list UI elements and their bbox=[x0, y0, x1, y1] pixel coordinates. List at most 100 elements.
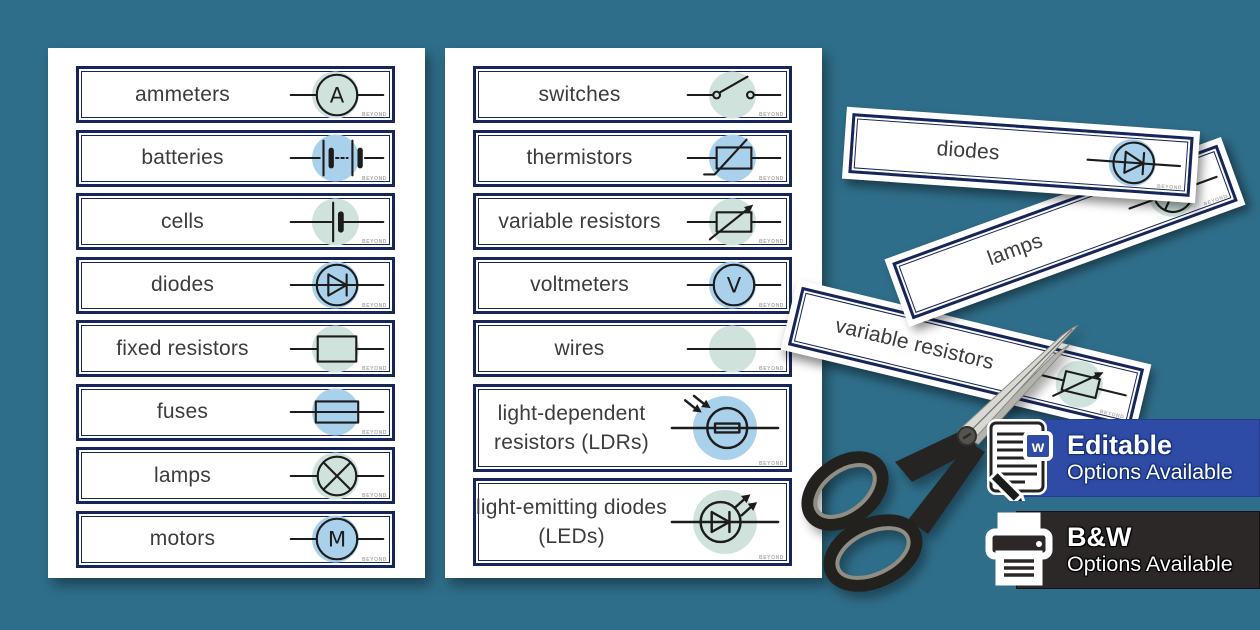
symbol-box bbox=[286, 323, 388, 374]
symbol-box bbox=[286, 387, 388, 438]
editable-badge-subtitle: Options Available bbox=[1067, 460, 1233, 484]
card-label: thermistors bbox=[476, 146, 683, 170]
card-label-text: motors bbox=[149, 527, 216, 550]
brand-watermark: BEYOND bbox=[759, 460, 784, 467]
brand-watermark: BEYOND bbox=[362, 429, 387, 436]
voltmeter-symbol: V bbox=[686, 263, 782, 307]
card-label-text: ammeters bbox=[135, 82, 230, 106]
card-label: switches bbox=[476, 83, 683, 107]
card-label: light-dependent resistors (LDRs) bbox=[476, 399, 667, 457]
symbol-box: V bbox=[683, 260, 785, 311]
symbol-box bbox=[286, 133, 388, 184]
brand-watermark: BEYOND bbox=[759, 112, 784, 118]
lamp-symbol bbox=[289, 455, 385, 496]
editable-badge-title: Editable bbox=[1067, 430, 1173, 460]
symbol-box bbox=[683, 69, 785, 120]
card-label: diodes bbox=[79, 273, 286, 297]
card-label: lamps bbox=[901, 199, 1129, 302]
brand-watermark: BEYOND bbox=[362, 302, 387, 309]
svg-text:M: M bbox=[328, 528, 346, 553]
diode-symbol bbox=[289, 263, 385, 307]
svg-text:V: V bbox=[727, 274, 742, 299]
card-label-text: voltmeters bbox=[530, 273, 629, 296]
word-document-pencil-icon: w bbox=[987, 419, 1053, 501]
card-label-text: lamps bbox=[984, 229, 1046, 271]
brand-watermark: BEYOND bbox=[759, 366, 784, 372]
card-label-text: light-emitting diodes (LEDs) bbox=[476, 496, 667, 548]
brand-watermark: BEYOND bbox=[759, 239, 784, 245]
symbol-box bbox=[286, 260, 388, 311]
card-label-text: cells bbox=[160, 209, 204, 233]
card-label-text: variable resistors bbox=[498, 209, 661, 233]
icon-background-circle bbox=[312, 325, 359, 372]
card-label-text: fixed resistors bbox=[116, 336, 249, 360]
symbol-box bbox=[286, 450, 388, 501]
brand-watermark: BEYOND bbox=[362, 239, 387, 245]
led-symbol bbox=[670, 494, 780, 544]
card-label-text: light-dependent resistors (LDRs) bbox=[494, 401, 649, 454]
variable-resistor-symbol bbox=[1034, 370, 1127, 400]
card-label: fixed resistors bbox=[79, 337, 286, 361]
symbol-box: M bbox=[286, 514, 388, 565]
symbol-box bbox=[286, 196, 388, 247]
icon-background-circle bbox=[709, 71, 756, 118]
bw-badge-title: B&W bbox=[1067, 522, 1132, 552]
card-label: cells bbox=[79, 210, 286, 234]
symbol-box bbox=[683, 323, 785, 374]
card-label: lamps bbox=[79, 464, 286, 488]
wire-symbol bbox=[686, 347, 782, 350]
brand-watermark: BEYOND bbox=[362, 556, 387, 563]
card-label: voltmeters bbox=[476, 273, 683, 297]
ldr-symbol bbox=[670, 394, 780, 449]
fuse-symbol bbox=[289, 400, 385, 424]
symbol-box bbox=[683, 196, 785, 247]
symbol-box bbox=[667, 387, 785, 469]
symbol-box bbox=[667, 481, 785, 563]
card-label-text: diodes bbox=[150, 273, 215, 296]
card-label: wires bbox=[476, 337, 683, 361]
symbol-card-motors: motors M BEYOND bbox=[76, 510, 395, 568]
thermistor-symbol bbox=[686, 138, 782, 176]
card-label-text: switches bbox=[538, 82, 621, 106]
symbol-card-light-emitting-diodes-leds-: light-emitting diodes (LEDs) BEYOND bbox=[473, 478, 792, 566]
card-label: motors bbox=[79, 527, 286, 551]
battery-symbol bbox=[289, 139, 385, 177]
card-label-text: batteries bbox=[141, 146, 224, 169]
symbol-box bbox=[1081, 132, 1187, 193]
card-label: light-emitting diodes (LEDs) bbox=[476, 493, 667, 551]
brand-watermark: BEYOND bbox=[759, 175, 784, 182]
motor-symbol: M bbox=[289, 517, 385, 561]
card-label-text: wires bbox=[554, 336, 605, 360]
symbol-box bbox=[1025, 346, 1137, 422]
svg-text:A: A bbox=[330, 83, 345, 108]
card-label: ammeters bbox=[79, 83, 286, 107]
bw-badge: B&W Options Available bbox=[985, 511, 1260, 589]
editable-badge: w Editable Options Available bbox=[987, 419, 1260, 501]
card-label: fuses bbox=[79, 400, 286, 424]
card-label-text: diodes bbox=[935, 137, 1001, 165]
card-label-text: lamps bbox=[153, 463, 212, 487]
switch-symbol bbox=[686, 75, 782, 99]
card-label-text: fuses bbox=[156, 400, 209, 423]
card-label: batteries bbox=[79, 146, 286, 170]
brand-watermark: BEYOND bbox=[362, 493, 387, 499]
brand-watermark: BEYOND bbox=[759, 555, 784, 561]
brand-watermark: BEYOND bbox=[362, 175, 387, 182]
fixed-resistor-symbol bbox=[289, 334, 385, 363]
ammeter-symbol: A bbox=[289, 73, 385, 116]
bw-badge-subtitle: Options Available bbox=[1067, 552, 1233, 576]
